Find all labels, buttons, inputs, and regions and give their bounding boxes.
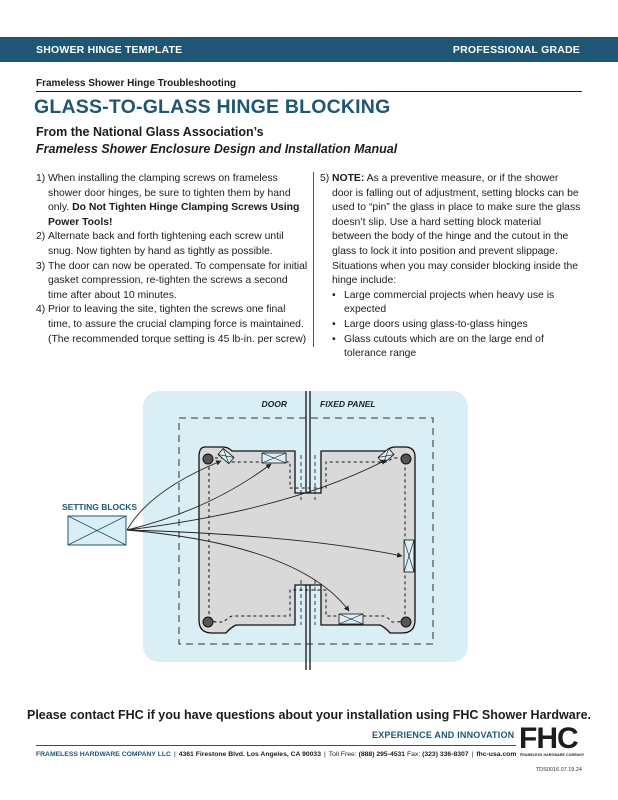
list-item: 2) Alternate back and forth tightening e… (36, 230, 308, 259)
list-item: 3) The door can now be operated. To comp… (36, 260, 308, 304)
door-label: DOOR (262, 399, 288, 409)
hinge-pin (202, 616, 214, 628)
note-label: NOTE: (332, 173, 365, 184)
section-subhead: Frameless Shower Hinge Troubleshooting (36, 78, 237, 89)
setting-block-legend (67, 515, 127, 546)
setting-block (338, 613, 364, 625)
tagline: EXPERIENCE AND INNOVATION (372, 730, 515, 740)
column-divider (313, 172, 314, 347)
bullet-text: Glass cutouts which are on the large end… (344, 333, 544, 360)
fixed-panel-label: FIXED PANEL (320, 399, 376, 409)
setting-block (403, 539, 415, 573)
bullet-text: Large doors using glass-to-glass hinges (344, 318, 528, 330)
note-text: As a preventive measure, or if the showe… (332, 173, 581, 257)
contact-line: Please contact FHC if you have questions… (27, 708, 591, 722)
setting-blocks-label: SETTING BLOCKS (62, 502, 137, 512)
list-item: •Large doors using glass-to-glass hinges (320, 318, 582, 333)
step-text: The door can now be operated. To compens… (48, 260, 308, 301)
pointer-arrow (126, 529, 350, 612)
pointer-arrow (126, 463, 272, 531)
pointer-arrow (126, 460, 222, 531)
toll-free-label: Toll Free: (328, 751, 357, 758)
dashed-outline (178, 417, 434, 645)
fax-number: (323) 336-8307 (422, 751, 469, 758)
step-text: Prior to leaving the site, tighten the s… (48, 304, 307, 345)
footer: FRAMELESS HARDWARE COMPANY LLC|4361 Fire… (36, 751, 517, 758)
step-warning: Do Not Tighten Hinge Clamping Screws Usi… (48, 202, 300, 228)
setting-block (261, 452, 287, 464)
address: 4361 Firestone Blvd. Los Angeles, CA 900… (178, 751, 321, 758)
hinge-pin (400, 616, 412, 628)
list-item: •Glass cutouts which are on the large en… (320, 333, 582, 362)
steps-list: 1) When installing the clamping screws o… (36, 172, 308, 347)
situations-intro: Situations when you may consider blockin… (332, 260, 579, 287)
divider (36, 91, 582, 92)
source-line-2: Frameless Shower Enclosure Design and In… (36, 142, 398, 156)
step-number: 4) (36, 304, 46, 316)
doc-number: TDS0016 07.19.24 (535, 767, 582, 773)
note-block: 5) NOTE: As a preventive measure, or if … (320, 172, 582, 362)
header-left-label: SHOWER HINGE TEMPLATE (36, 44, 183, 56)
website-link[interactable]: fhc-usa.com (476, 751, 517, 758)
step-number: 2) (36, 231, 46, 243)
step-text: Alternate back and forth tightening each… (48, 231, 284, 257)
hinge-pin (400, 453, 412, 465)
step-number: 1) (36, 173, 46, 184)
header-right-label: PROFESSIONAL GRADE (452, 44, 580, 56)
fax-label: Fax: (406, 751, 421, 758)
logo-subtitle: FRAMELESS HARDWARE COMPANY (520, 753, 585, 757)
step-number: 3) (36, 260, 46, 272)
header-bar: SHOWER HINGE TEMPLATE PROFESSIONAL GRADE (0, 37, 618, 62)
step-text: When installing the clamping screws on f… (48, 173, 291, 214)
setting-block (217, 447, 235, 465)
bullet-text: Large commercial projects when heavy use… (344, 289, 555, 316)
step-number: 5) (320, 173, 330, 184)
hinge-pin (202, 453, 214, 465)
footer-divider (36, 745, 516, 746)
source-line-1: From the National Glass Association’s (36, 125, 264, 139)
pointer-arrow (126, 529, 403, 558)
list-item: 1) When installing the clamping screws o… (36, 172, 308, 230)
page-title: GLASS-TO-GLASS HINGE BLOCKING (34, 96, 391, 118)
pointer-arrow (126, 459, 387, 531)
list-item: 4) Prior to leaving the site, tighten th… (36, 303, 308, 347)
fhc-logo: FHC (519, 722, 579, 755)
list-item: 5) NOTE: As a preventive measure, or if … (320, 172, 582, 260)
toll-free-number: (888) 295-4531 (358, 751, 406, 758)
company-name: FRAMELESS HARDWARE COMPANY LLC (36, 751, 171, 758)
hinge-blocking-diagram: DOOR FIXED PANEL SETTING BLOCKS (62, 391, 468, 670)
list-item: •Large commercial projects when heavy us… (320, 289, 582, 318)
